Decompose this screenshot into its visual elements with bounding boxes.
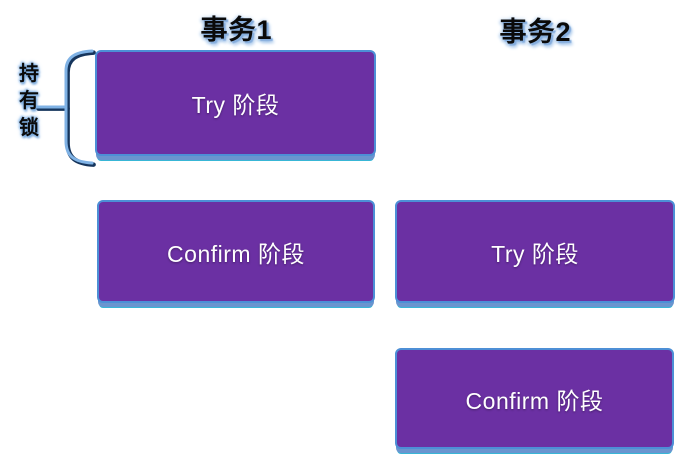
brace-icon [36, 49, 96, 167]
transaction1-confirm-phase-label: Confirm 阶段 [167, 240, 305, 267]
column-header-transaction2: 事务2 [499, 17, 572, 47]
transaction2-confirm-phase-box: Confirm 阶段 [395, 348, 674, 449]
transaction2-confirm-phase-label: Confirm 阶段 [465, 387, 604, 414]
transaction1-try-phase-label: Try 阶段 [191, 92, 280, 118]
transaction1-confirm-phase-box: Confirm 阶段 [97, 200, 375, 303]
transaction2-try-phase-box: Try 阶段 [395, 200, 675, 303]
transaction1-try-phase-box: Try 阶段 [95, 50, 376, 156]
column-header-transaction1: 事务1 [200, 15, 273, 45]
transaction2-try-phase-label: Try 阶段 [491, 240, 579, 267]
hold-lock-label: 持有锁 [19, 63, 39, 139]
